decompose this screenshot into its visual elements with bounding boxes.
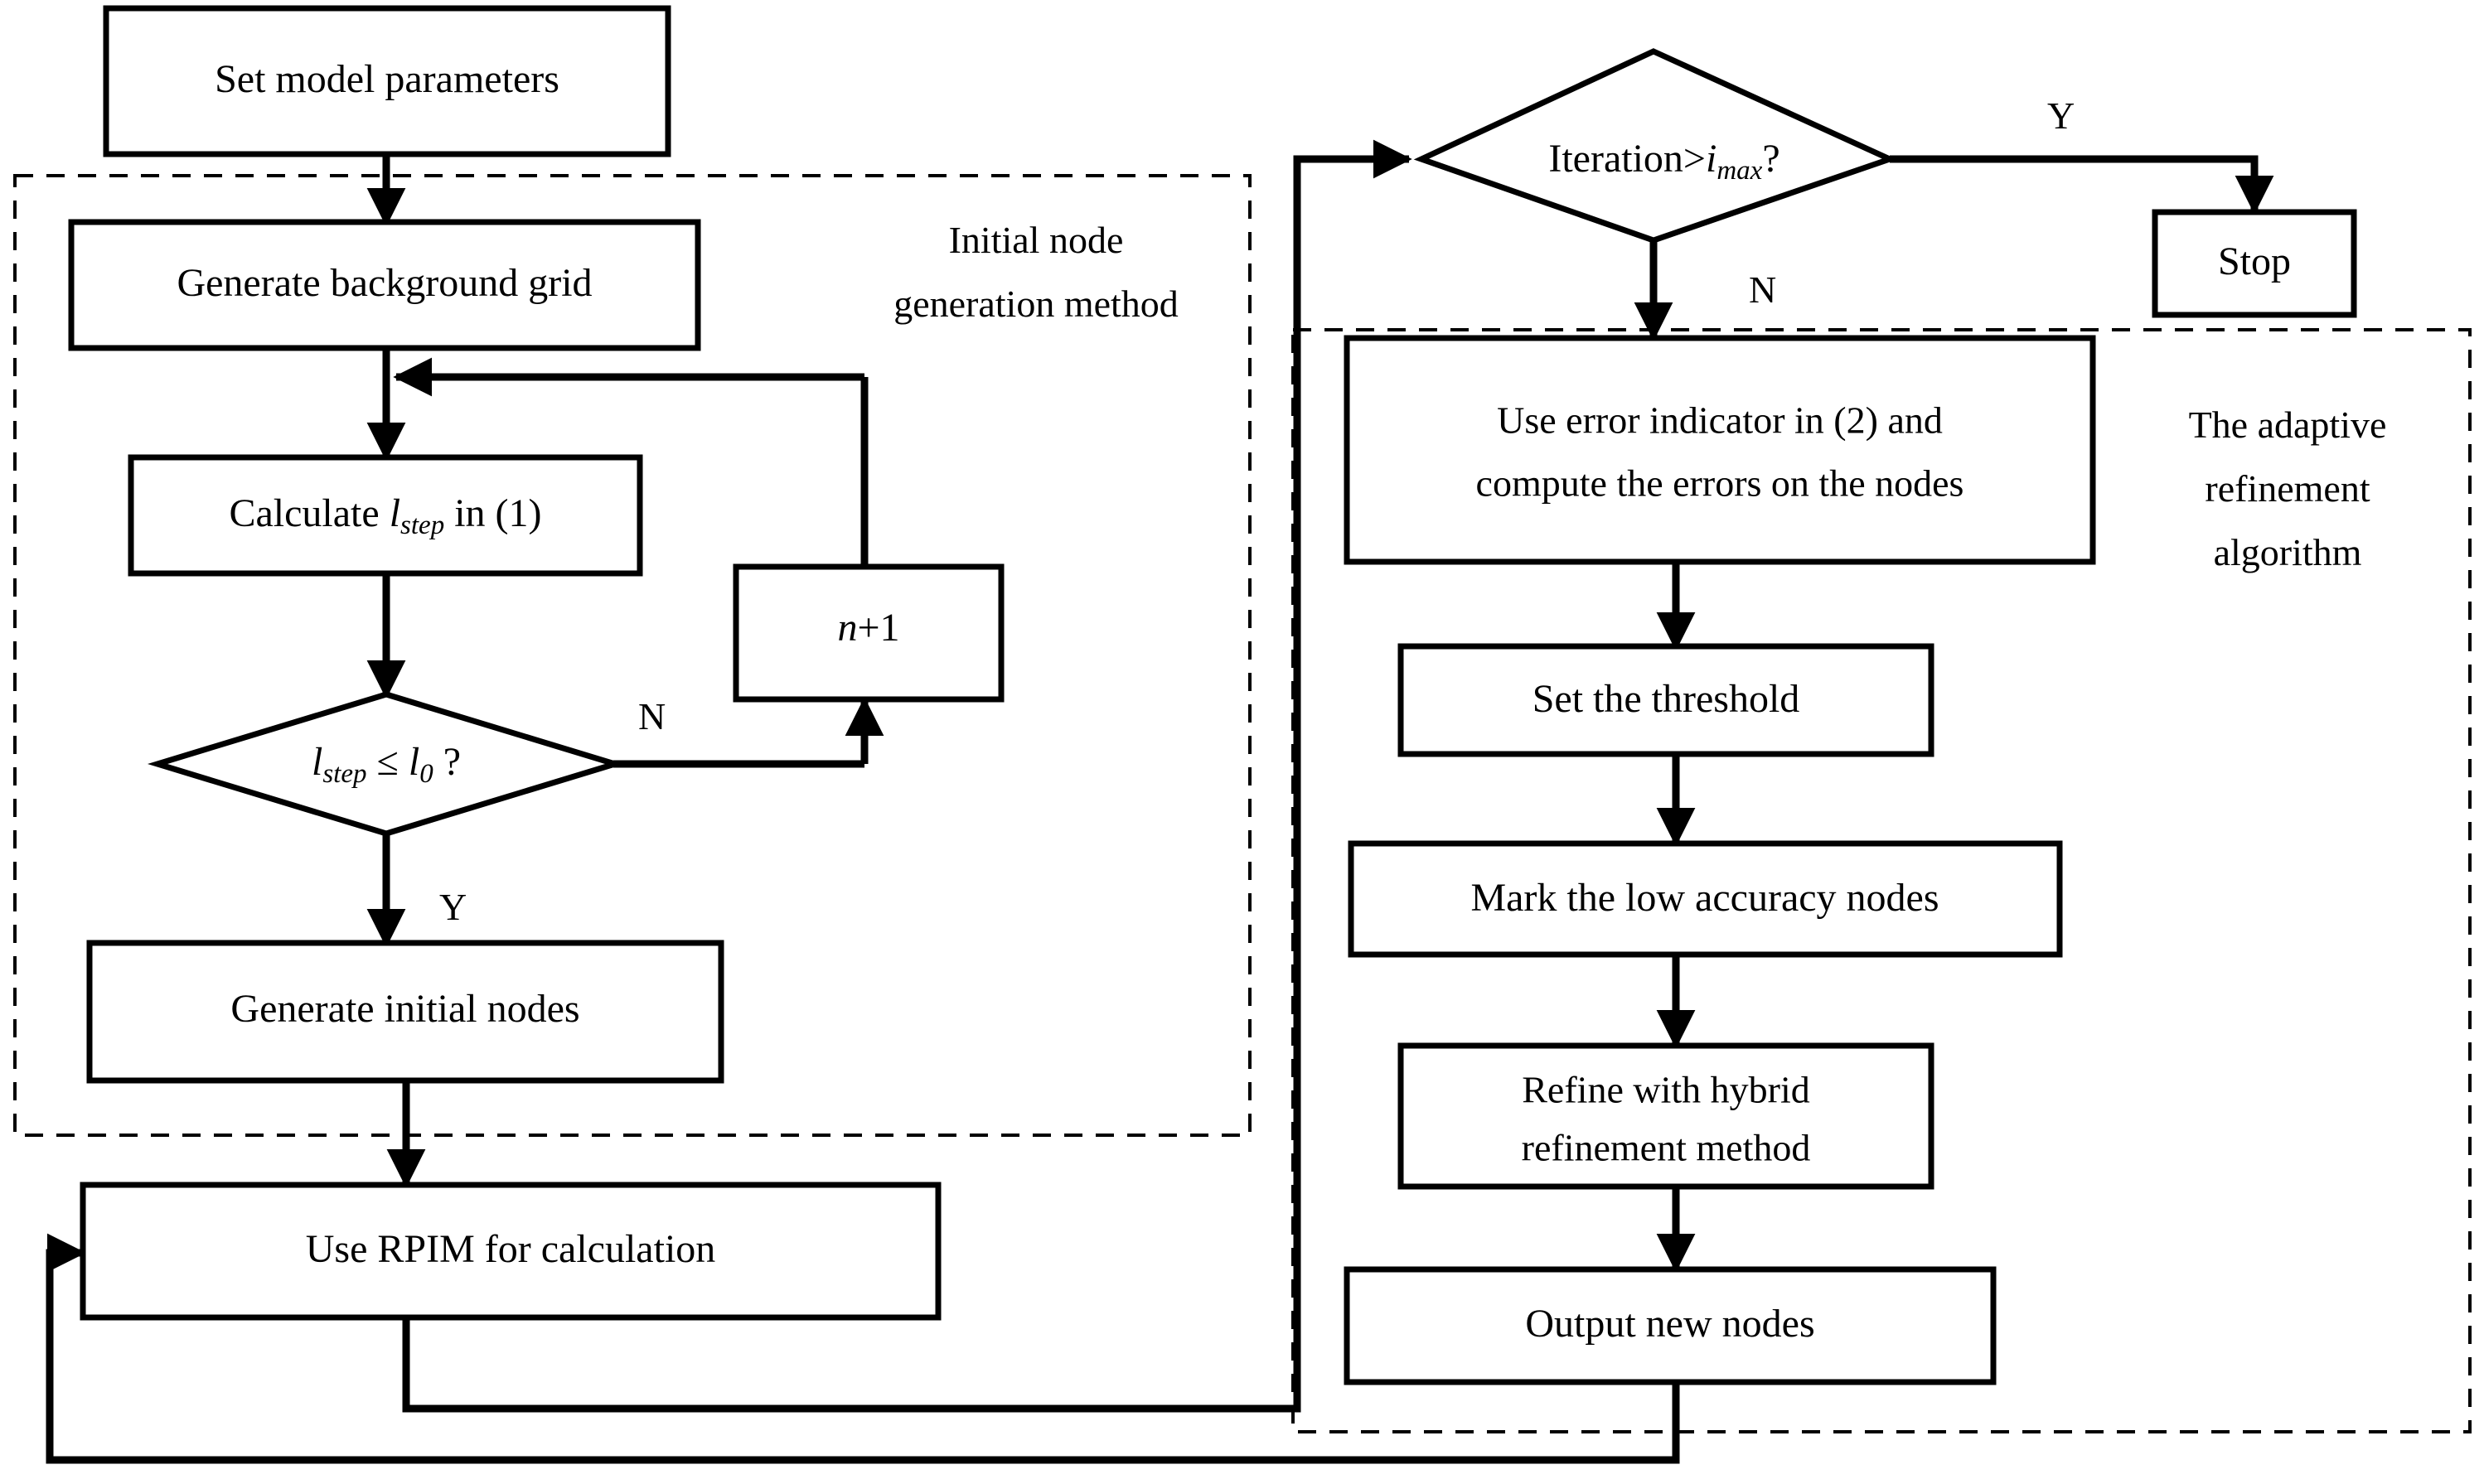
edge-iteration-yes [1890,155,2274,215]
edge-label-iteration-yes: Y [2047,94,2075,137]
label-mark-low-accuracy-nodes: Mark the low accuracy nodes [1470,876,1939,920]
edge-rpim-to-iteration [402,139,1412,1413]
group-label-adaptive-line2: refinement [2205,467,2370,510]
label-set-model-parameters: Set model parameters [215,57,559,101]
label-generate-initial-nodes: Generate initial nodes [230,987,579,1031]
node-lstep-decision[interactable]: lstep ≤ l0 ? [147,691,626,837]
label-increment-n: n+1 [837,606,899,650]
label-iteration-decision: Iteration>imax? [1548,137,1779,186]
label-refine-with-hybrid-line2: refinement method [1522,1127,1811,1169]
node-mark-low-accuracy-nodes[interactable]: Mark the low accuracy nodes [1348,840,2063,958]
edge-output-to-rpim-feedback [46,1233,1680,1464]
label-use-error-indicator-line1: Use error indicator in (2) and [1497,399,1943,442]
node-set-the-threshold[interactable]: Set the threshold [1397,643,1934,757]
node-iteration-decision[interactable]: Iteration>imax? [1413,48,1898,244]
adaptive-refinement-group-boundary [1291,328,2472,1433]
node-stop[interactable]: Stop [2152,209,2357,318]
group-label-adaptive-line1: The adaptive [2189,404,2387,446]
label-lstep-decision: lstep ≤ l0 ? [312,740,461,789]
edge-label-lstep-yes: Y [439,886,467,928]
node-increment-n[interactable]: n+1 [733,563,1005,703]
edge-label-lstep-no: N [638,695,666,737]
group-label-adaptive-line3: algorithm [2214,531,2362,573]
label-stop: Stop [2218,239,2291,283]
group-label-initial-node-line2: generation method [893,283,1179,325]
node-generate-initial-nodes[interactable]: Generate initial nodes [86,940,724,1084]
node-refine-with-hybrid[interactable]: Refine with hybrid refinement method [1397,1042,1934,1190]
label-refine-with-hybrid-line1: Refine with hybrid [1522,1069,1810,1111]
node-generate-background-grid[interactable]: Generate background grid [68,219,701,351]
group-label-initial-node-line1: Initial node [949,219,1124,261]
edge-label-iteration-no: N [1749,268,1776,311]
label-set-the-threshold: Set the threshold [1533,677,1800,721]
node-use-rpim-for-calculation[interactable]: Use RPIM for calculation [80,1182,942,1321]
initial-node-group-boundary [13,174,1252,1137]
node-output-new-nodes[interactable]: Output new nodes [1344,1266,1997,1385]
node-set-model-parameters[interactable]: Set model parameters [103,5,671,157]
label-use-error-indicator-line2: compute the errors on the nodes [1476,462,1964,505]
node-use-error-indicator[interactable]: Use error indicator in (2) and compute t… [1344,335,2096,565]
label-generate-background-grid: Generate background grid [177,261,592,305]
label-use-rpim-for-calculation: Use RPIM for calculation [306,1227,716,1271]
label-calculate-lstep: Calculate lstep in (1) [229,491,541,540]
node-calculate-lstep[interactable]: Calculate lstep in (1) [128,454,643,577]
label-output-new-nodes: Output new nodes [1525,1302,1814,1346]
